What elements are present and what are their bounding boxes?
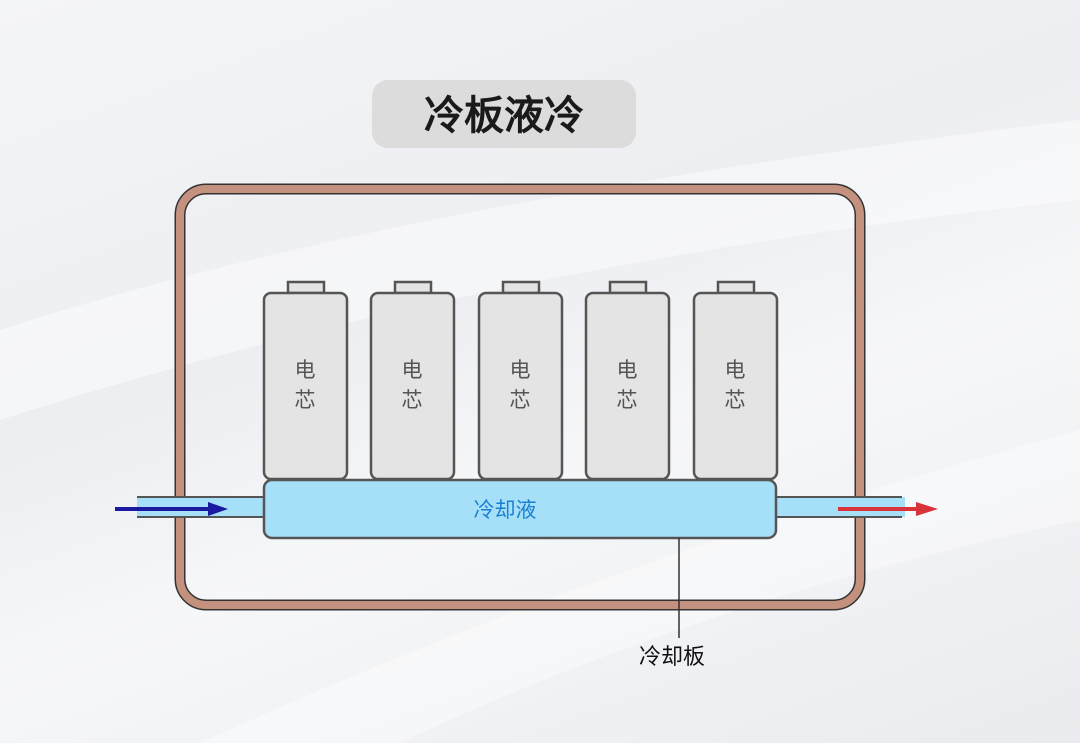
battery-body (477, 291, 564, 481)
background-streak (0, 120, 1080, 420)
cell-label: 芯 (295, 388, 316, 412)
cell-label: 芯 (402, 388, 423, 412)
cell-label: 芯 (725, 388, 746, 412)
battery-body (262, 291, 349, 481)
title-badge: 冷板液冷 (372, 80, 636, 148)
cell-label: 电 (295, 358, 316, 382)
battery-body (692, 291, 779, 481)
page-title: 冷板液冷 (424, 93, 584, 139)
outlet-arrow-icon (838, 502, 938, 516)
battery-terminal (393, 280, 433, 295)
battery-body (369, 291, 456, 481)
battery-cell: 电芯 (692, 280, 779, 481)
battery-cell: 电芯 (369, 280, 456, 481)
battery-terminal (286, 280, 326, 295)
cell-label: 芯 (510, 388, 531, 412)
battery-cell: 电芯 (584, 280, 671, 481)
battery-body (584, 291, 671, 481)
cell-label: 电 (725, 358, 746, 382)
enclosure (174, 183, 866, 611)
battery-terminal (501, 280, 541, 295)
cold-plate-label: 冷却板 (639, 645, 705, 670)
battery-cell: 电芯 (477, 280, 564, 481)
cell-label: 电 (510, 358, 531, 382)
battery-cell: 电芯 (262, 280, 349, 481)
battery-terminal (716, 280, 756, 295)
inlet-arrow-icon (115, 502, 228, 516)
coolant-label: 冷却液 (474, 498, 537, 522)
cell-label: 电 (402, 358, 423, 382)
cell-label: 电 (617, 358, 638, 382)
battery-terminal (608, 280, 648, 295)
cell-label: 芯 (617, 388, 638, 412)
